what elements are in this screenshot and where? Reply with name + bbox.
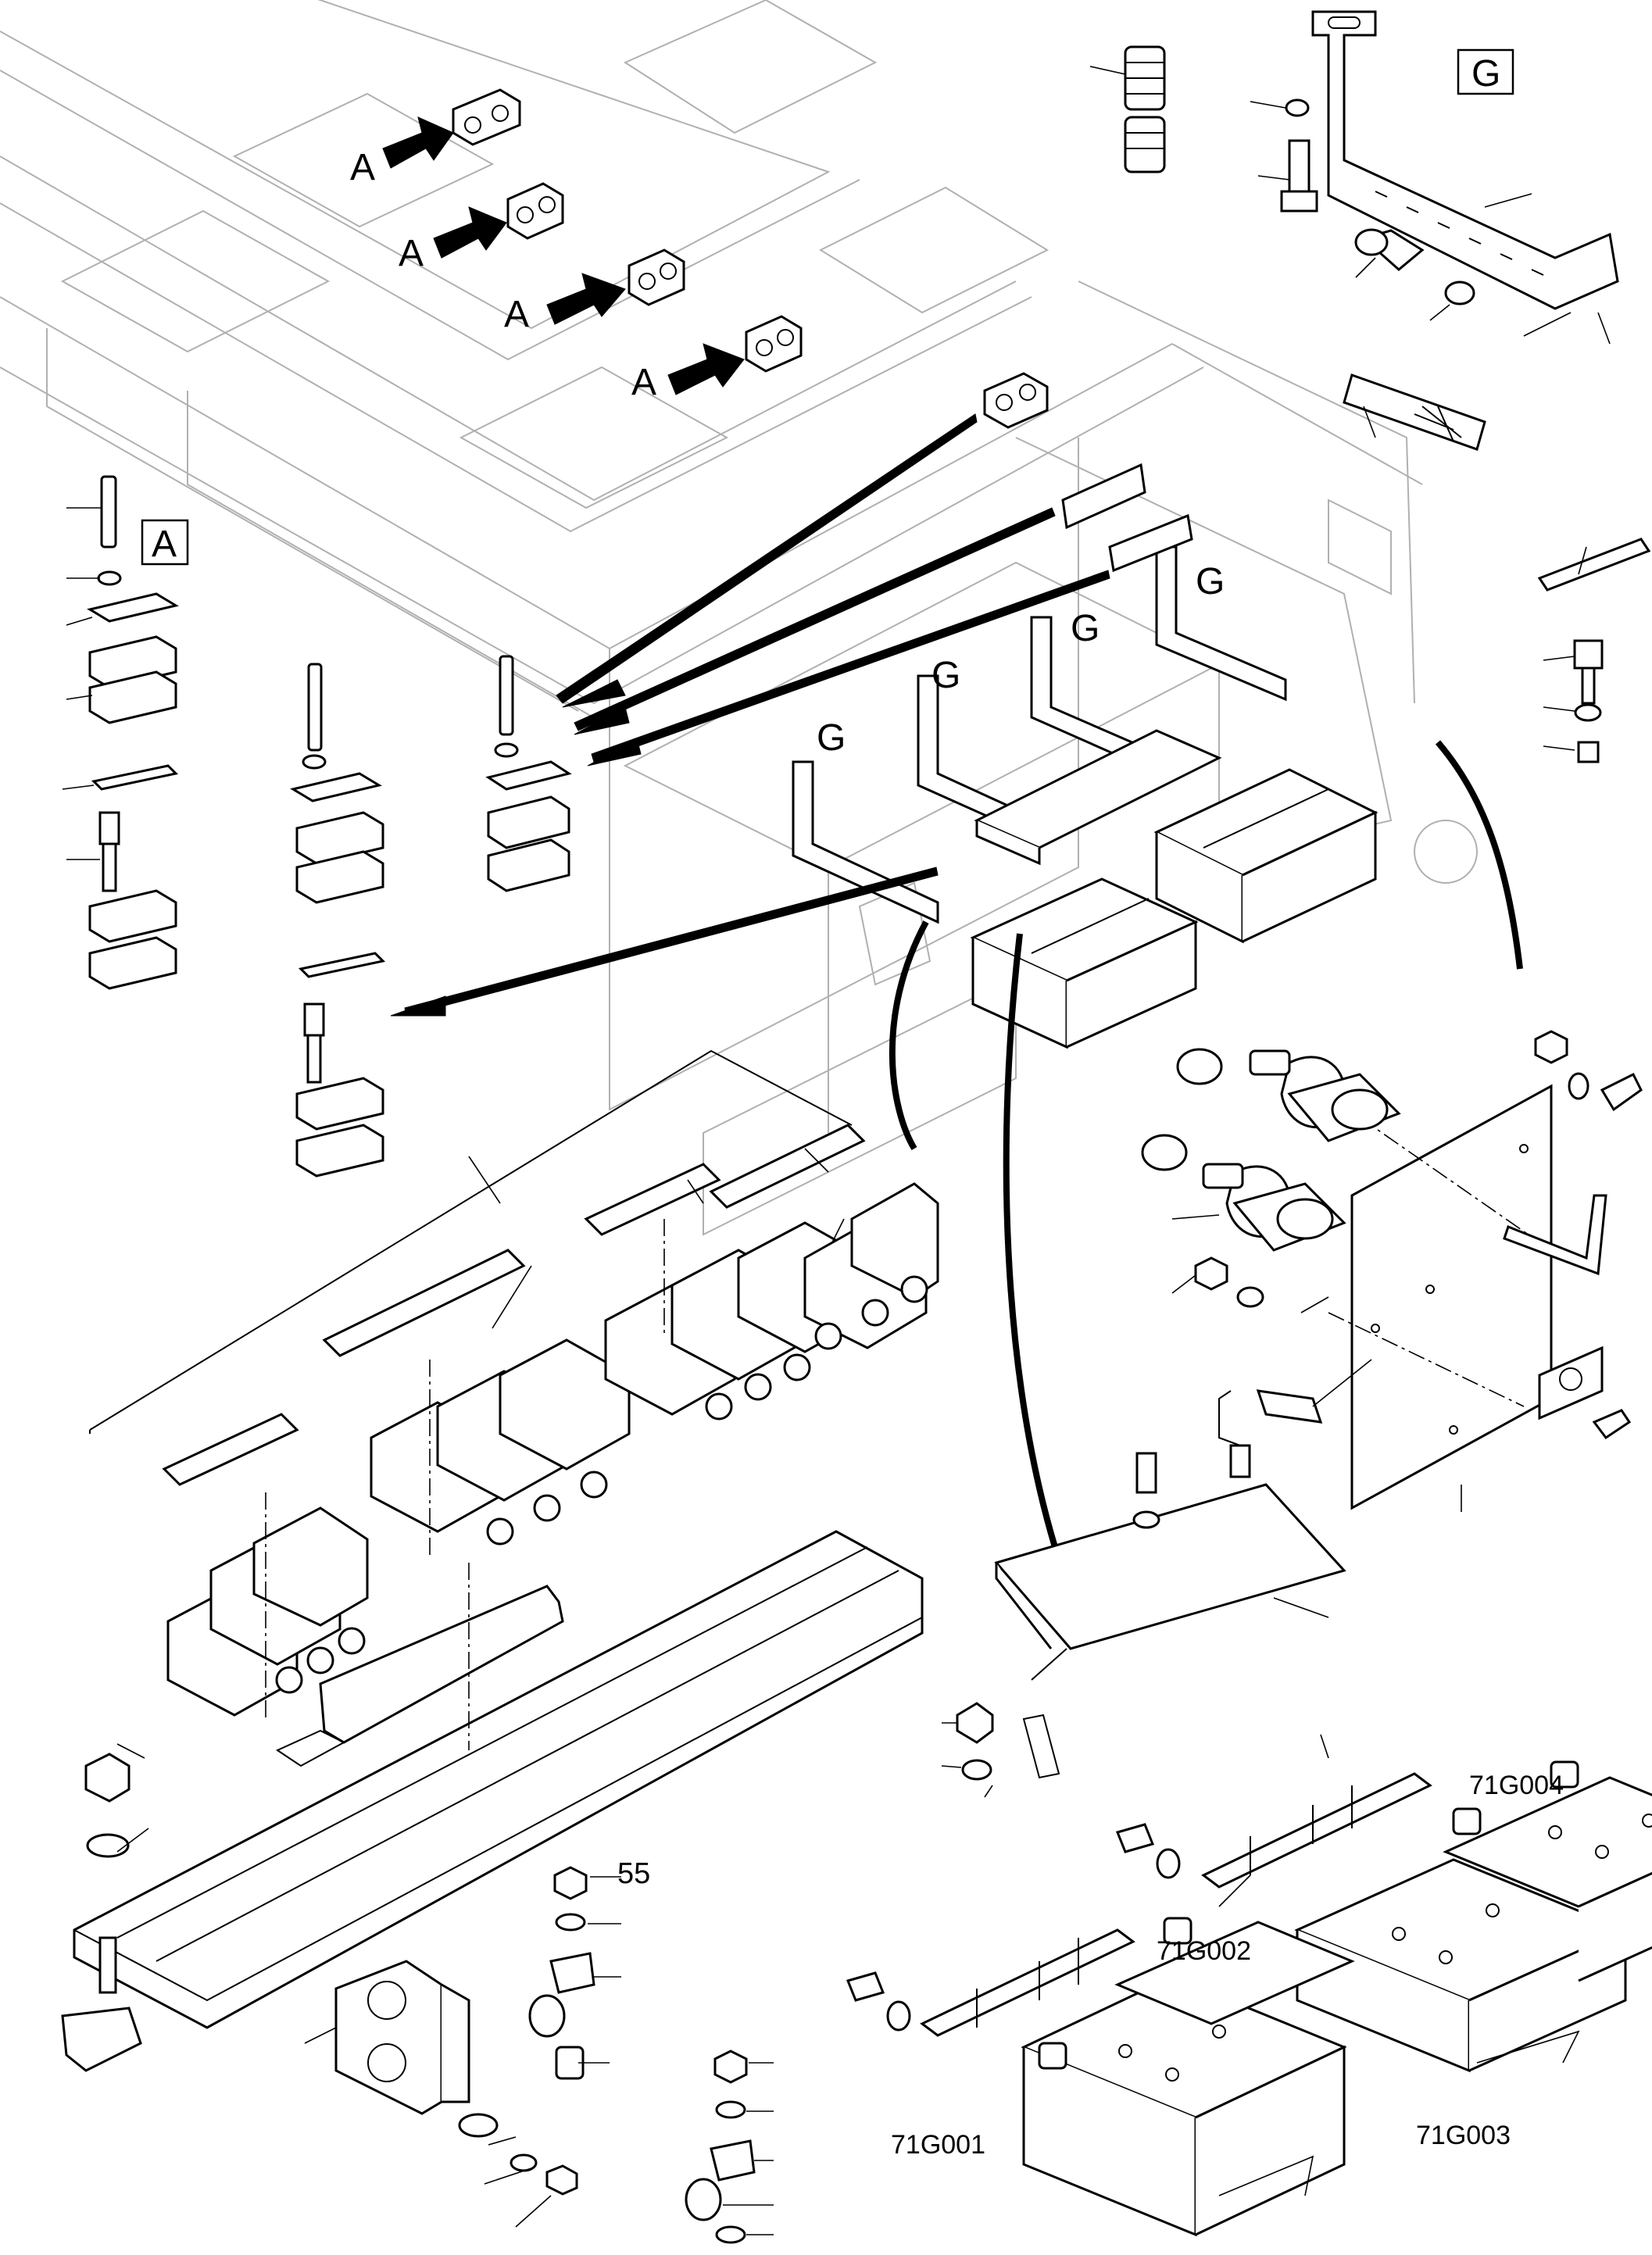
- spring-pin: [1089, 45, 1166, 173]
- cable-band: [1537, 538, 1651, 591]
- mounted-battery-box: [970, 729, 1378, 1049]
- spacer: [458, 2113, 499, 2138]
- detail-g-label: G: [1071, 608, 1100, 649]
- washer: [1285, 98, 1310, 117]
- clamp-stack: [62, 475, 179, 990]
- battery-71g001: [1021, 1975, 1347, 2237]
- machine-frame: [0, 0, 1478, 1236]
- sensor: [1218, 1389, 1323, 1478]
- arrow-icon: [433, 206, 507, 259]
- leader-arrows: [390, 413, 1523, 1549]
- washer: [1568, 1072, 1589, 1100]
- detail-g-label: G: [1471, 53, 1500, 95]
- battery-mount-bars: [846, 1772, 1432, 2037]
- bolt: [1600, 1072, 1643, 1112]
- cable-lug: [1176, 1048, 1223, 1085]
- detail-g-box: [1457, 48, 1514, 95]
- battery-label-71g001: 71G001: [891, 2130, 985, 2160]
- cable-clamp-stack: [528, 1866, 621, 2080]
- bolt: [1592, 1409, 1632, 1440]
- bus-bar: [709, 1124, 866, 1209]
- detail-a-label: A: [399, 233, 424, 274]
- cable-lug: [1141, 1134, 1188, 1171]
- cable-tie: [1343, 373, 1486, 451]
- detail-a-label: A: [152, 524, 177, 565]
- bus-bar: [162, 1413, 299, 1486]
- bolt: [1543, 639, 1604, 763]
- leveling-foot: [61, 1936, 142, 2072]
- clamp-stack: [485, 655, 572, 892]
- washer: [1236, 1286, 1264, 1308]
- mounting-plate: [334, 1960, 470, 2115]
- nut: [956, 1702, 994, 1744]
- battery-71g002: [1114, 1917, 1355, 2025]
- detail-g-label: G: [1196, 561, 1225, 602]
- detail-a-clamps-on-frame: A A A A: [350, 88, 1049, 429]
- clamp-block: [628, 248, 685, 306]
- battery-label-71g003: 71G003: [1416, 2121, 1511, 2150]
- battery-label-71g004: 71G004: [1469, 1771, 1564, 1800]
- clamp-block: [745, 315, 803, 373]
- washer: [961, 1759, 992, 1781]
- terminal-block-cluster: [370, 1338, 631, 1546]
- battery-cover: [941, 1452, 1346, 1798]
- terminal-block-cluster: [166, 1506, 369, 1717]
- battery-71g004: [1443, 1760, 1652, 1982]
- clamp-stack: [290, 663, 386, 1178]
- arrow-icon: [382, 116, 454, 169]
- detail-a-label: A: [350, 147, 375, 188]
- cable-clamp-stack: [685, 2050, 774, 2244]
- washer: [86, 1833, 130, 1858]
- detail-g-bracket: G: [1089, 10, 1651, 763]
- bolt: [1354, 228, 1425, 271]
- solenoid: [1202, 1163, 1346, 1252]
- nut: [545, 2164, 578, 2196]
- terminal-block-cluster: [803, 1182, 939, 1350]
- bolt: [846, 1971, 885, 2002]
- detail-a-stack: A: [62, 475, 572, 1178]
- battery-label-71g002: 71G002: [1157, 1936, 1251, 1966]
- detail-g-label: G: [817, 717, 846, 759]
- nut: [1194, 1256, 1228, 1291]
- spacer: [1156, 1848, 1181, 1879]
- clamp-block: [983, 372, 1049, 429]
- spacer: [886, 2000, 911, 2032]
- bolt: [1280, 139, 1318, 213]
- bus-bar: [322, 1249, 526, 1357]
- bolt: [1115, 1823, 1155, 1853]
- terminal-rail-assembly: 55: [61, 1049, 939, 2244]
- callout-55: 55: [617, 1857, 650, 1890]
- detail-a-label: A: [631, 362, 656, 403]
- detail-g-label: G: [931, 655, 960, 696]
- bus-bar: [584, 1163, 721, 1236]
- nut: [84, 1753, 131, 1803]
- nut: [1534, 1030, 1568, 1064]
- clamp-block: [452, 88, 521, 146]
- arrow-icon: [667, 343, 745, 395]
- washer: [510, 2153, 538, 2172]
- washer: [1444, 281, 1475, 306]
- arrow-icon: [546, 273, 626, 325]
- detail-a-box: [141, 519, 189, 566]
- clamp-block: [506, 182, 564, 240]
- relay-mounting-plate: [1141, 1030, 1643, 1512]
- solenoid: [1249, 1049, 1401, 1142]
- detail-a-label: A: [504, 294, 529, 335]
